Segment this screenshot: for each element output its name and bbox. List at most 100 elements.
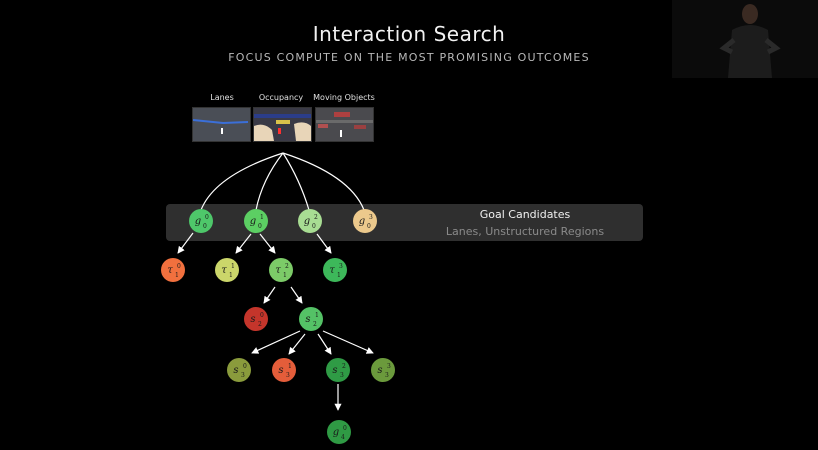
node-symbol: g [333,427,339,438]
node-superscript: 0 [205,214,209,221]
node-subscript: 2 [258,321,262,328]
edge-s2_1-s3_3 [322,330,374,354]
node-symbol: s [305,314,310,325]
node-subscript: 0 [312,223,316,230]
goal-candidates-subtitle: Lanes, Unstructured Regions [445,225,605,238]
occupancy-label: Occupancy [258,93,304,102]
node-symbol: s [332,365,337,376]
node-superscript: 2 [314,214,318,221]
node-symbol: s [278,365,283,376]
moving-objects-label: Moving Objects [313,93,375,102]
node-subscript: 2 [313,321,317,328]
node-subscript: 3 [241,372,245,379]
node-circle [327,420,351,444]
node-circle [244,209,268,233]
node-subscript: 0 [203,223,207,230]
node-symbol: τ [167,265,173,276]
node-superscript: 3 [369,214,373,221]
node-subscript: 1 [283,272,287,279]
edge-t1_2-s2_0 [263,286,276,304]
node-superscript: 0 [343,425,347,432]
moving-objects-thumbnail [315,107,374,142]
edge-s2_1-s3_0 [251,330,301,354]
edge-g0_0-t1_0 [177,232,194,254]
node-symbol: τ [329,265,335,276]
node-subscript: 4 [341,434,345,441]
node-symbol: s [233,365,238,376]
node-superscript: 1 [260,214,264,221]
node-superscript: 1 [315,312,319,319]
node-superscript: 0 [260,312,264,319]
node-superscript: 0 [177,263,181,270]
speaker-video [672,0,818,78]
edge-g0_1-t1_2 [259,233,276,254]
node-subscript: 3 [286,372,290,379]
node-circle [244,307,268,331]
node-circle [353,209,377,233]
node-circle [189,209,213,233]
edge-t1_2-s2_1 [290,286,303,304]
node-symbol: g [195,216,201,227]
goal-candidates-title: Goal Candidates [479,208,571,221]
node-circle [227,358,251,382]
edge-g0_2-t1_3 [316,233,332,254]
node-superscript: 2 [285,263,289,270]
node-superscript: 3 [339,263,343,270]
node-circle [269,258,293,282]
edge-root-g0_1 [255,152,284,211]
edge-g0_1-t1_1 [235,233,252,254]
edge-s2_1-s3_1 [288,333,306,355]
node-symbol: τ [221,265,227,276]
node-subscript: 1 [229,272,233,279]
node-circle [371,358,395,382]
node-symbol: g [304,216,310,227]
node-superscript: 3 [387,363,391,370]
node-superscript: 0 [243,363,247,370]
node-circle [299,307,323,331]
node-symbol: s [250,314,255,325]
node-superscript: 1 [231,263,235,270]
node-circle [326,358,350,382]
node-symbol: s [377,365,382,376]
edge-root-g0_2 [282,152,310,211]
node-subscript: 3 [385,372,389,379]
node-superscript: 1 [288,363,292,370]
node-subscript: 0 [367,223,371,230]
page-title: Interaction Search [312,22,506,46]
node-circle [161,258,185,282]
node-circle [323,258,347,282]
node-circle [272,358,296,382]
node-subscript: 1 [337,272,341,279]
node-circle [215,258,239,282]
edge-root-g0_3 [282,152,365,211]
edge-root-g0_0 [200,152,284,211]
node-subscript: 1 [175,272,179,279]
node-superscript: 2 [342,363,346,370]
page-subtitle: FOCUS COMPUTE ON THE MOST PROMISING OUTC… [228,51,590,64]
node-subscript: 3 [340,372,344,379]
node-symbol: g [359,216,365,227]
lanes-label: Lanes [210,93,234,102]
node-symbol: g [250,216,256,227]
edge-s2_1-s3_2 [317,333,332,355]
node-subscript: 0 [258,223,262,230]
node-circle [298,209,322,233]
occupancy-thumbnail [253,107,312,142]
lanes-thumbnail [192,107,251,142]
